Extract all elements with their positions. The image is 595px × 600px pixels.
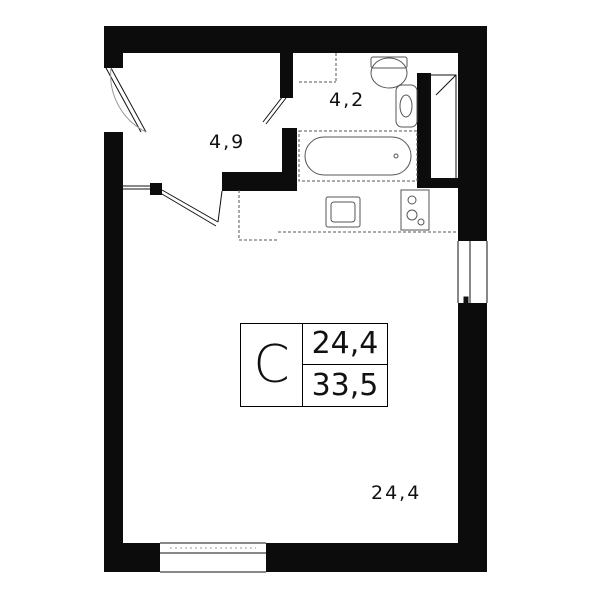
room-door [161,189,223,227]
bath-sink [395,84,418,128]
badge-total-area: 33,5 [311,368,379,403]
entrance-door [105,67,147,133]
wall-hall-stub [150,183,162,195]
wall-right-lower [458,303,487,572]
thin-lines [123,74,457,190]
wall-shaft-bottom [417,178,472,188]
toilet-tank [370,56,408,69]
wall-right-upper [458,26,487,241]
bathroom-fixtures [298,53,418,182]
wall-shaft [417,73,431,185]
bathtub [298,130,418,182]
apartment-type: С [241,324,303,406]
wall-hall-bath [280,40,293,98]
toilet-bowl [370,57,408,89]
walls [104,26,487,572]
bottom-window [160,542,266,573]
right-window [457,241,488,304]
stove [400,189,430,231]
wall-bottom-right [266,543,487,572]
bathroom-area-label: 4,2 [329,89,366,111]
kitchen-fixtures [238,189,458,241]
badge-living-area: 24,4 [303,324,387,365]
wall-top [104,26,487,53]
kitchen-sink [325,196,361,228]
wall-left-upper [104,26,123,68]
wall-left-lower [104,132,123,572]
wall-partition-stub [222,172,297,191]
hall-area-label: 4,9 [209,131,246,153]
apartment-badge: С 24,4 33,5 [240,323,388,407]
wall-bottom-left [104,543,160,572]
bathroom-door [262,95,287,125]
living-area-label: 24,4 [371,482,422,504]
